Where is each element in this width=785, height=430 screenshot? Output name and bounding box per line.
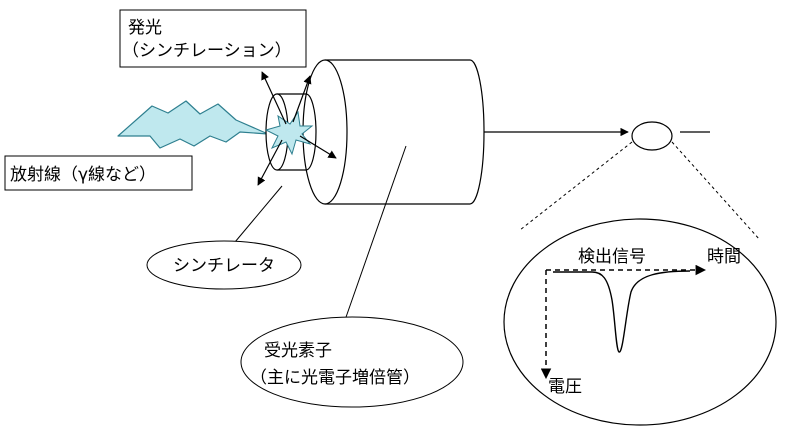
emission-callout: 発光 （シンチレーション） [119, 9, 307, 68]
tube-body [325, 59, 485, 205]
signal-zoom-marker [631, 121, 673, 151]
scintillation-flash-icon [264, 110, 314, 156]
tube-front-face [302, 59, 348, 205]
photodetector-label-ellipse [240, 316, 464, 408]
scintillator-callout: シンチレータ [146, 240, 302, 290]
signal-label: 検出信号 [578, 247, 646, 267]
zoom-guides [519, 141, 761, 241]
radiation-label-box [4, 155, 193, 191]
scintillator-label: シンチレータ [173, 256, 275, 276]
time-axis-label: 時間 [707, 247, 741, 267]
emission-label-line1: 発光 [128, 18, 162, 38]
zoom-guide-left [519, 141, 633, 231]
photodetector-label-line1: 受光素子 [264, 341, 332, 361]
voltage-axis-label: 電圧 [548, 377, 582, 397]
photon-arrow-up-left [261, 71, 287, 125]
zoom-guide-right [671, 141, 761, 241]
scintillator-leader [229, 185, 283, 249]
scintillator-body [277, 93, 317, 171]
radiation-lightning-icon [117, 100, 269, 149]
scintillator-label-ellipse [146, 240, 302, 290]
radiation-callout: 放射線（γ線など） [4, 155, 193, 191]
photodetector-callout: 受光素子 （主に光電子増倍管） [240, 316, 464, 408]
photon-arrow-down-right [299, 135, 337, 159]
signal-pulse-waveform [553, 270, 691, 353]
emission-label-line2: （シンチレーション） [122, 41, 292, 61]
photon-arrow-up-right [292, 75, 312, 123]
signal-zoom-ellipse [503, 218, 777, 426]
photodetector-label-line2: （主に光電子増倍管） [250, 368, 420, 388]
photodetector-leader [344, 145, 407, 321]
emission-label-box [119, 9, 307, 68]
radiation-label: 放射線（γ線など） [10, 165, 156, 185]
photon-arrows [257, 71, 337, 186]
signal-zoom-view: 検出信号 時間 電圧 [503, 218, 777, 426]
leader-lines [229, 145, 407, 321]
photon-arrow-down-left [257, 139, 283, 186]
